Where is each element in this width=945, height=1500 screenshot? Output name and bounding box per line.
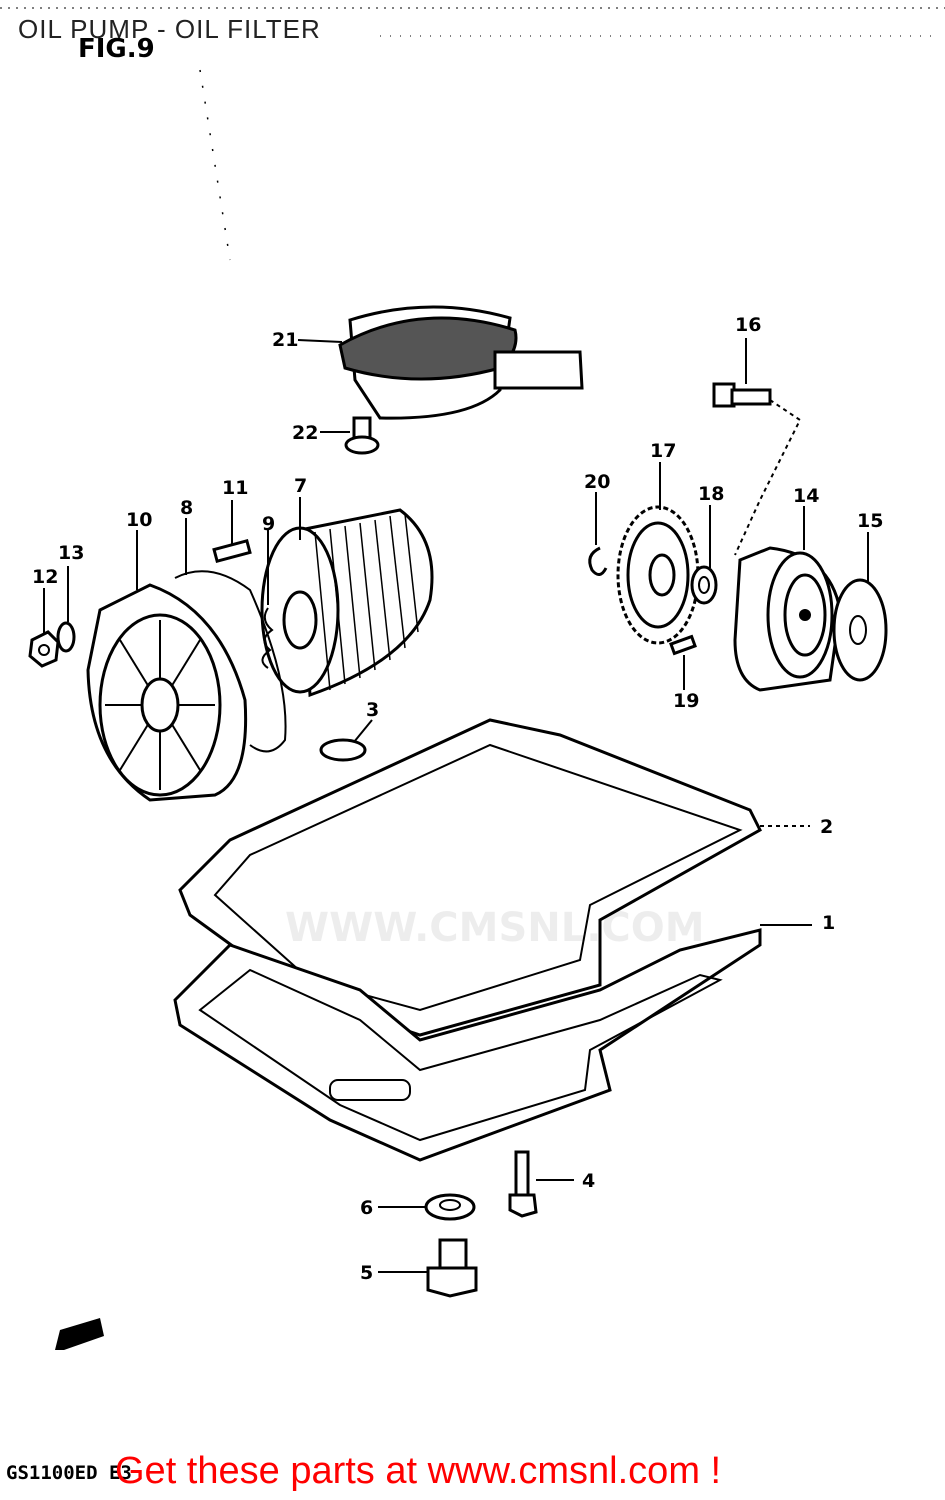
washer-13-drawing — [56, 621, 76, 653]
oil-strainer-drawing — [338, 305, 584, 420]
callout-17: 17 — [650, 440, 676, 462]
callout-18: 18 — [698, 483, 724, 505]
cmsnl-banner-link[interactable]: Get these parts at www.cmsnl.com ! — [115, 1450, 722, 1492]
callout-15: 15 — [857, 510, 883, 532]
strainer-screw-drawing — [344, 416, 380, 455]
washer-18-drawing — [690, 565, 718, 605]
pin-drawing — [669, 634, 697, 656]
circlip-drawing — [588, 546, 608, 576]
callout-22: 22 — [292, 422, 318, 444]
forward-arrow-icon — [55, 1318, 104, 1350]
callout-12: 12 — [32, 566, 58, 588]
callout-7: 7 — [294, 475, 307, 497]
figure-label: FIG.9 — [78, 34, 155, 64]
callout-8: 8 — [180, 497, 193, 519]
filter-cover-gasket-drawing — [174, 570, 287, 753]
callout-6: 6 — [360, 1197, 373, 1219]
pump-gasket-drawing — [832, 578, 888, 682]
callout-21: 21 — [272, 329, 298, 351]
callout-3: 3 — [366, 699, 379, 721]
callout-16: 16 — [735, 314, 761, 336]
callout-11: 11 — [222, 477, 248, 499]
callout-numbers: 21 22 16 17 20 18 14 15 19 11 7 8 9 10 1… — [32, 314, 883, 1284]
dowel-pin-drawing — [212, 538, 252, 564]
page-title: OIL PUMP - OIL FILTER — [18, 14, 321, 44]
callout-4: 4 — [582, 1170, 595, 1192]
pump-bolt-drawing — [712, 382, 802, 556]
oil-pump-drawing — [733, 546, 842, 692]
oil-pan-bolt-drawing — [508, 1150, 538, 1218]
callout-1: 1 — [822, 912, 835, 934]
o-ring-drawing — [319, 738, 367, 762]
drain-plug-gasket-drawing — [424, 1193, 476, 1221]
callout-13: 13 — [58, 542, 84, 564]
callout-14: 14 — [793, 485, 819, 507]
filter-spring-drawing — [261, 607, 274, 669]
oil-filter-drawing — [260, 508, 434, 698]
callout-10: 10 — [126, 509, 152, 531]
callout-5: 5 — [360, 1262, 373, 1284]
nut-drawing — [28, 630, 60, 668]
watermark: WWW.CMSNL.COM — [285, 905, 705, 951]
leader-lines — [43, 338, 869, 1273]
drain-plug-drawing — [426, 1238, 478, 1298]
callout-9: 9 — [262, 513, 275, 535]
scan-noise — [0, 7, 945, 261]
callout-19: 19 — [673, 690, 699, 712]
oil-pan-drawing — [173, 928, 762, 1162]
pump-sprocket-drawing — [616, 505, 700, 645]
model-code: GS1100ED E3 — [6, 1462, 132, 1484]
callout-2: 2 — [820, 816, 833, 838]
filter-cover-drawing — [86, 583, 248, 802]
callout-20: 20 — [584, 471, 610, 493]
